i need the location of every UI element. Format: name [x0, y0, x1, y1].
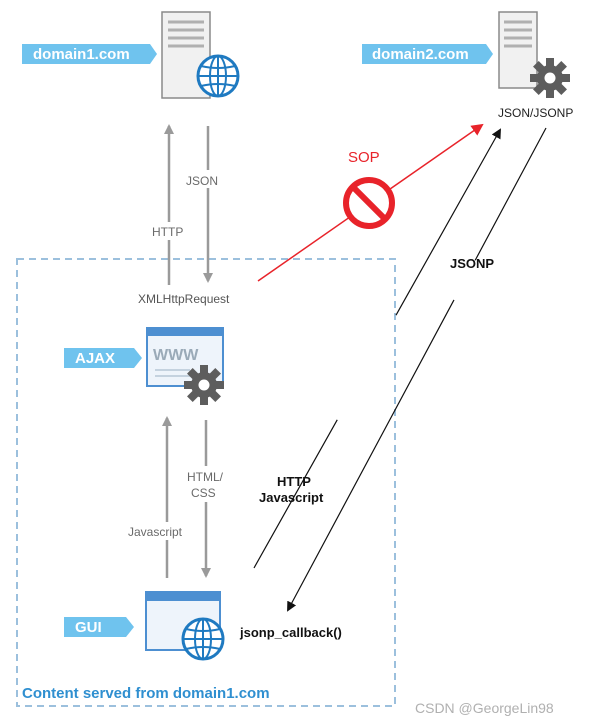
ajax-tag: AJAX	[64, 348, 142, 368]
jsonp-label: JSONP	[450, 256, 494, 271]
html-css-label-line1: HTML/	[187, 470, 224, 484]
domain2-tag: domain2.com	[362, 44, 493, 64]
globe-icon	[181, 617, 225, 661]
watermark: CSDN @GeorgeLin98	[415, 700, 554, 716]
content-box-caption: Content served from domain1.com	[22, 685, 270, 702]
domain2-label: domain2.com	[372, 46, 469, 63]
globe-icon	[196, 54, 240, 98]
http-label: HTTP	[152, 225, 183, 239]
domain1-tag: domain1.com	[22, 44, 157, 64]
sop-label: SOP	[348, 149, 380, 166]
html-css-label-line2: CSS	[191, 486, 216, 500]
http-javascript-label-line1: HTTP	[277, 474, 311, 489]
gui-label: GUI	[75, 619, 102, 636]
domain1-label: domain1.com	[33, 46, 130, 63]
content-box	[16, 258, 396, 707]
gear-icon	[530, 58, 570, 98]
no-entry-icon	[343, 177, 395, 229]
jsonp-callback-label: jsonp_callback()	[239, 625, 342, 640]
javascript-label: Javascript	[128, 525, 183, 539]
json-jsonp-label: JSON/JSONP	[498, 106, 573, 120]
gear-icon	[184, 365, 224, 405]
json-label: JSON	[186, 174, 218, 188]
ajax-label: AJAX	[75, 350, 115, 367]
http-javascript-arrow	[253, 128, 501, 569]
xmlhttprequest-label: XMLHttpRequest	[138, 292, 230, 306]
www-label: WWW	[153, 347, 199, 364]
jsonp-arrow	[287, 127, 547, 612]
gui-tag: GUI	[64, 617, 134, 637]
http-javascript-label-line2: Javascript	[259, 490, 324, 505]
